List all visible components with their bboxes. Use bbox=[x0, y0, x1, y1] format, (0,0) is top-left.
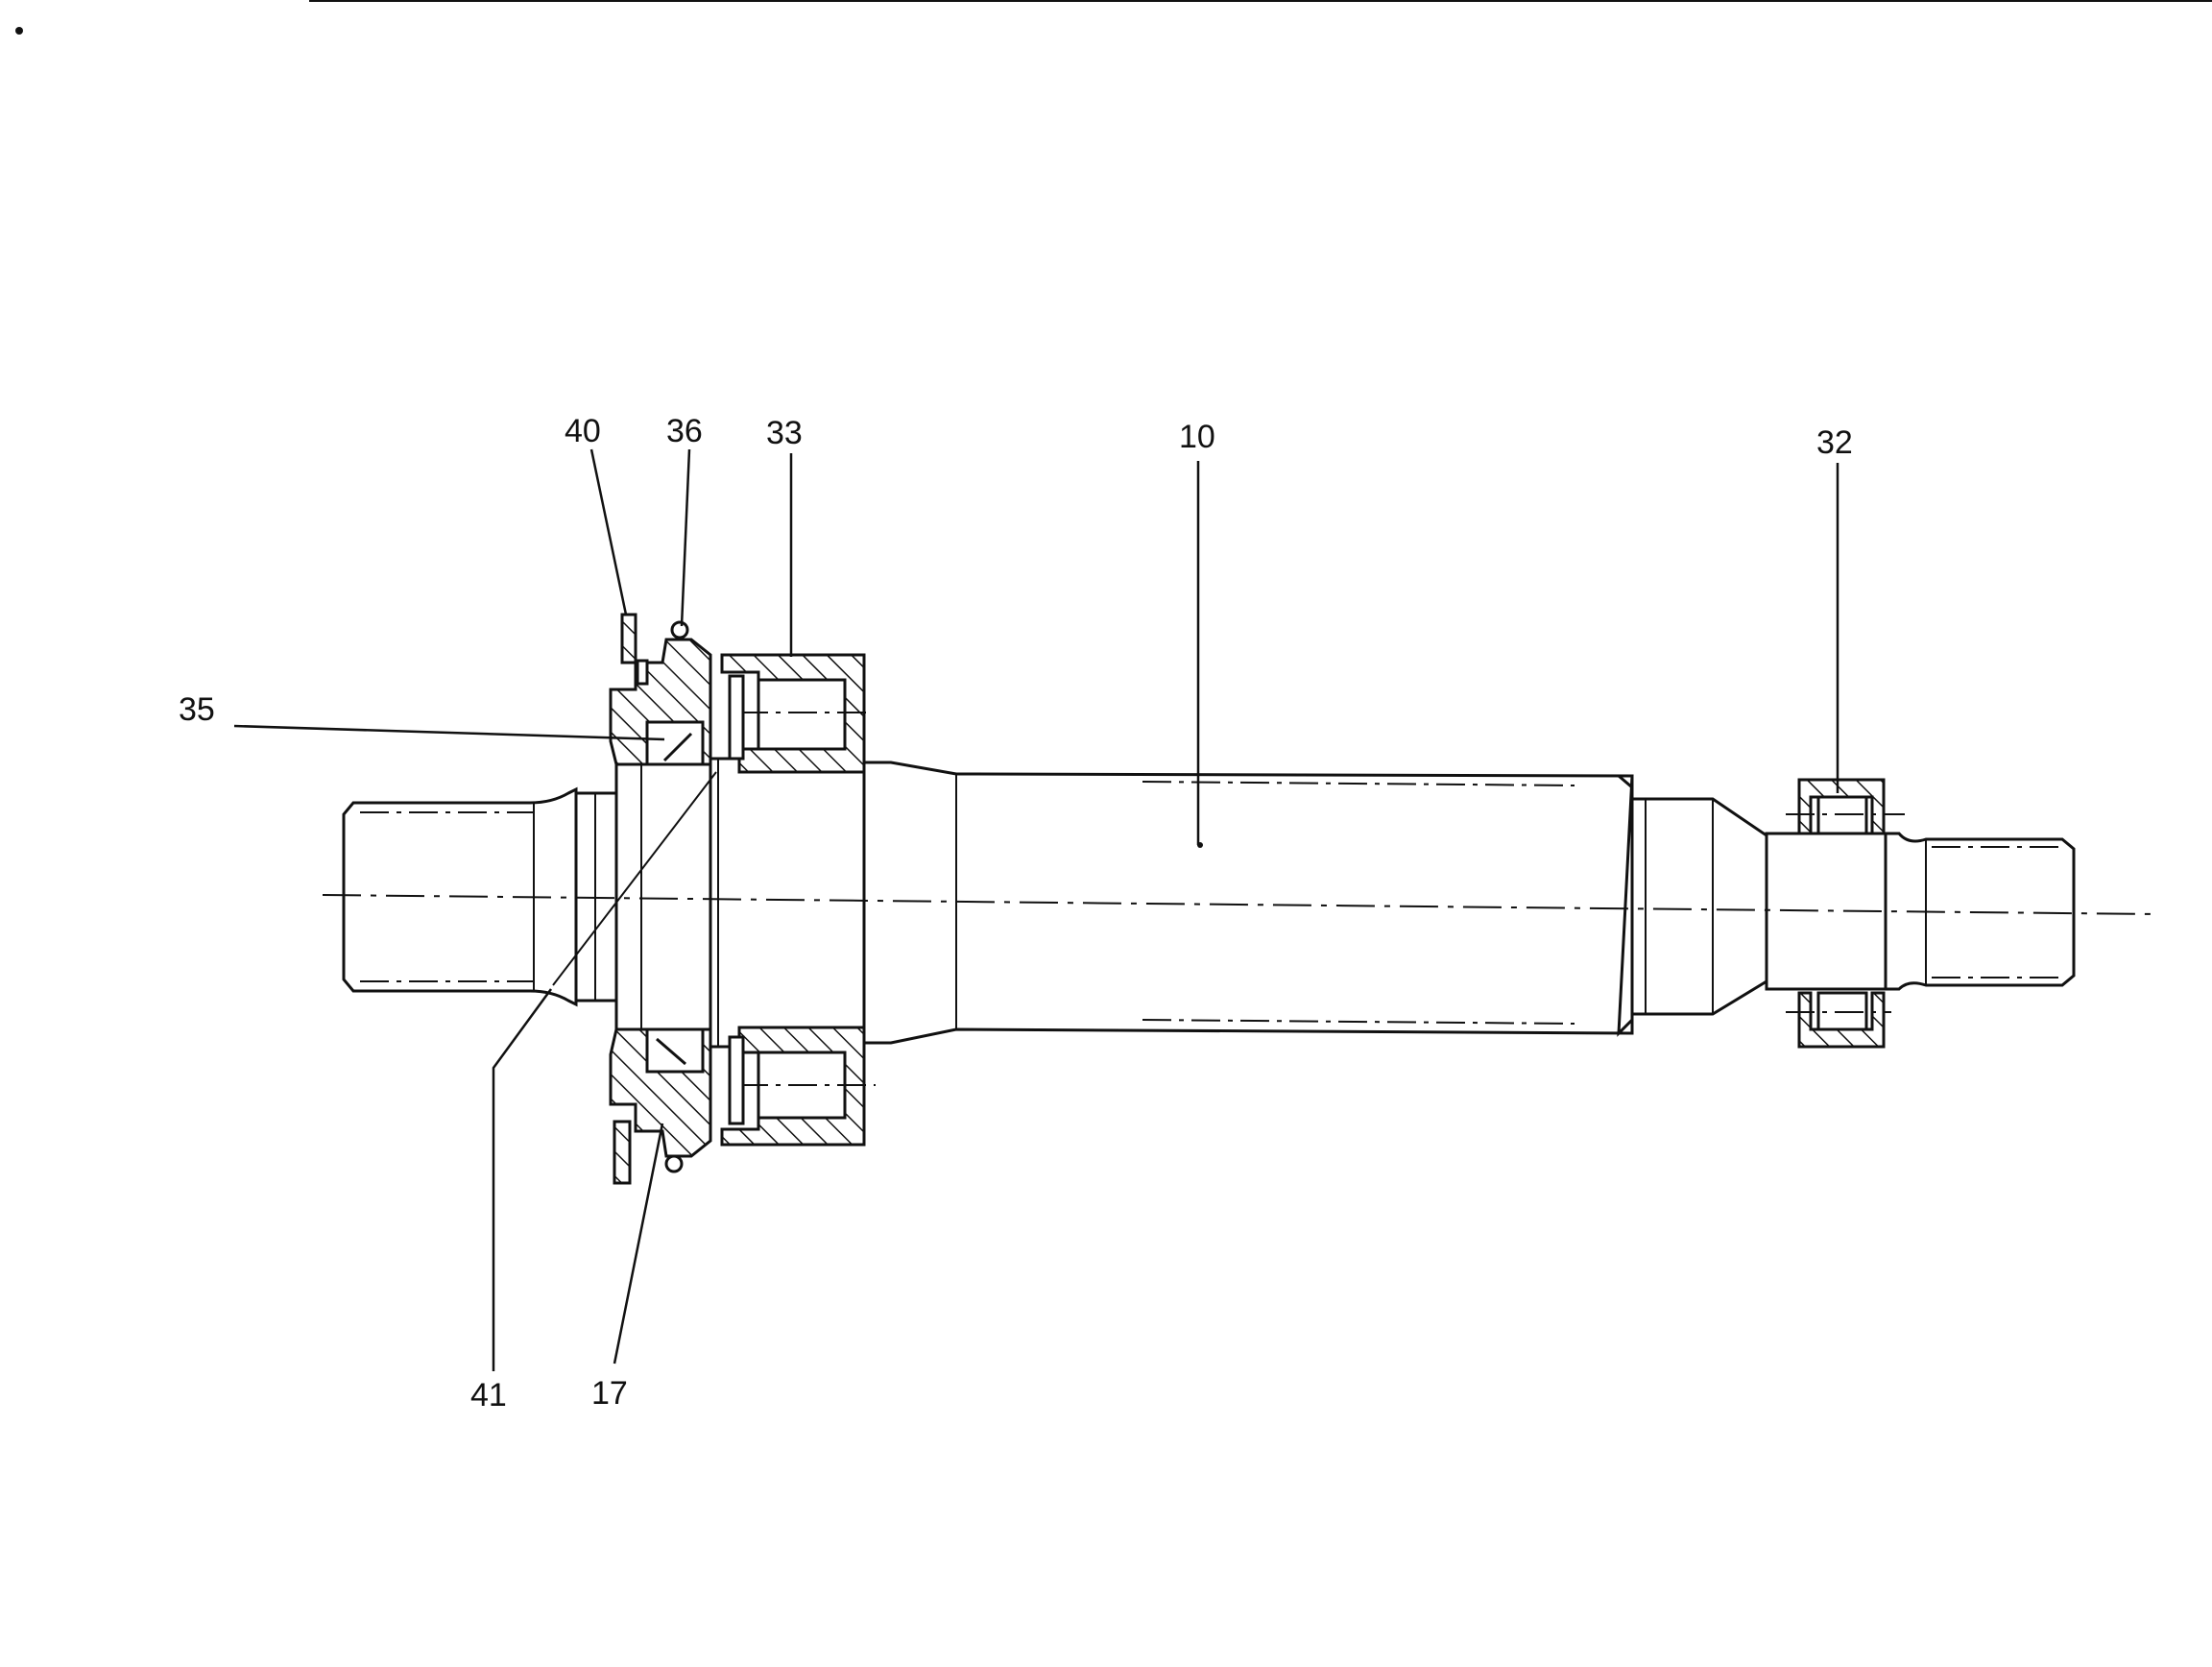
housing-lower-oring bbox=[664, 1154, 684, 1173]
shaft-right-end bbox=[1884, 832, 2076, 991]
leader-35 bbox=[233, 724, 665, 741]
right-bearing-lower-ring bbox=[1797, 991, 1886, 1049]
label-40: 40 bbox=[565, 413, 601, 449]
leader-36 bbox=[680, 448, 691, 627]
leader-40 bbox=[589, 448, 628, 616]
label-36: 36 bbox=[666, 413, 703, 449]
center-axis bbox=[322, 894, 2157, 915]
left-bearing-upper-roller bbox=[757, 678, 847, 751]
housing-flange-bottom bbox=[613, 1120, 632, 1185]
housing-upper-oring bbox=[670, 620, 689, 640]
left-bearing bbox=[709, 653, 876, 1147]
leader-41 bbox=[492, 988, 553, 1371]
label-10: 10 bbox=[1179, 419, 1215, 455]
label-32: 32 bbox=[1816, 424, 1853, 461]
label-33: 33 bbox=[766, 415, 803, 451]
shaft bbox=[342, 761, 2076, 1045]
shaft-right-taper bbox=[1630, 797, 1768, 1016]
housing-lower-roller bbox=[645, 1027, 705, 1074]
seal-housing bbox=[552, 613, 717, 1185]
left-bearing-bore bbox=[709, 757, 866, 1049]
housing-upper-roller bbox=[645, 720, 705, 766]
label-35: 35 bbox=[179, 691, 215, 728]
shaft-body bbox=[862, 761, 1634, 1045]
scan-speck bbox=[15, 27, 23, 35]
seal-line bbox=[552, 771, 717, 986]
label-17: 17 bbox=[591, 1375, 628, 1412]
label-41: 41 bbox=[470, 1377, 507, 1413]
housing-flange-top bbox=[620, 613, 637, 664]
right-bearing bbox=[1786, 778, 1905, 1049]
housing-inner-ring bbox=[614, 762, 712, 1031]
right-bearing-upper-ring bbox=[1797, 778, 1886, 835]
leader-17 bbox=[613, 1123, 664, 1365]
